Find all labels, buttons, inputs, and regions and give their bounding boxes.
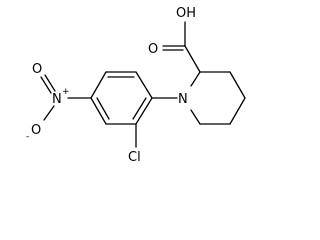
atom-label-nitro-n: N: [52, 92, 62, 107]
atom-label-nitro-o-top: O: [32, 62, 42, 77]
bond-ar3-ar4: [90, 71, 107, 99]
bond-nitro-o-bottom: [43, 105, 55, 121]
molecule-structure-diagram: OH O N N + O O - Cl: [26, 6, 246, 165]
bond-n-c2: [190, 71, 201, 87]
bond-c6-n: [190, 109, 201, 125]
atom-label-oh: OH: [176, 6, 196, 21]
charge-nitro-n-plus: +: [62, 87, 70, 97]
bond-nitro-o-top-a: [44, 74, 56, 92]
atom-label-chlorine: Cl: [128, 150, 141, 165]
atom-label-amine-n: N: [178, 92, 188, 107]
bond-c4-c5: [229, 97, 246, 125]
bond-c3-c4: [229, 71, 246, 99]
aromatic-inner-bond-2: [96, 97, 110, 120]
bond-nitro-o-top-b: [40, 76, 52, 94]
aromatic-inner-bond-3: [132, 97, 147, 120]
bond-ar4-ar5: [90, 97, 107, 125]
bond-ar1-ar2: [135, 71, 153, 99]
charge-nitro-o-minus: -: [26, 132, 29, 142]
bond-c2-cooh: [184, 45, 201, 73]
bond-ar6-ar1: [135, 97, 153, 125]
atom-label-nitro-o-bottom: O: [31, 123, 41, 138]
atom-label-carbonyl-o: O: [148, 42, 158, 57]
